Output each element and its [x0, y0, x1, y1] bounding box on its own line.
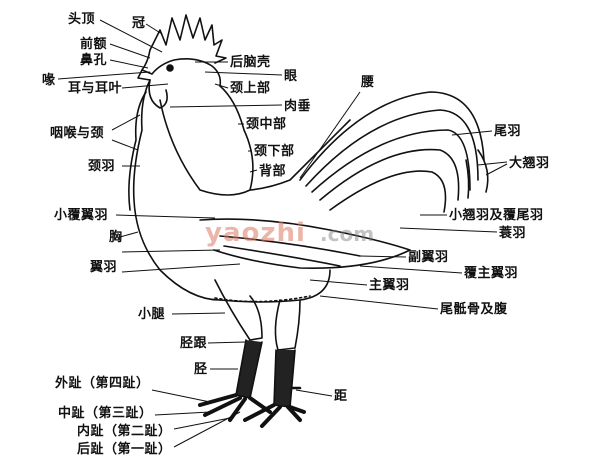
label-thigh: 小腿 — [138, 307, 166, 322]
label-occiput: 后脑壳 — [230, 55, 271, 70]
label-lower-neck: 颈下部 — [254, 144, 295, 159]
tail-feather — [299, 91, 485, 181]
label-back: 背部 — [259, 164, 287, 179]
label-comb: 冠 — [132, 16, 146, 31]
label-tail-abdomen: 尾骶骨及腹 — [440, 302, 508, 317]
tail-feather — [305, 109, 479, 187]
label-wing: 翼羽 — [90, 260, 118, 275]
wing-outline — [199, 218, 411, 269]
label-wattle: 肉垂 — [284, 99, 312, 114]
label-sickle: 大翘羽 — [509, 156, 550, 171]
label-crown: 头顶 — [68, 12, 96, 27]
label-hind-toe: 后趾（第一趾） — [77, 442, 172, 457]
label-primaries: 主翼羽 — [369, 278, 410, 293]
label-lesser-sickle: 小翘羽及覆尾羽 — [449, 208, 544, 223]
right-thigh — [274, 299, 301, 351]
tail-feather — [319, 148, 460, 201]
label-hock: 胫跟 — [180, 336, 208, 351]
label-saddle: 蓑羽 — [499, 226, 527, 241]
wattle-outline — [148, 79, 168, 109]
comb-outline — [149, 14, 227, 64]
label-tail: 尾羽 — [494, 124, 522, 139]
sickle-feather — [477, 149, 489, 193]
right-shank — [273, 349, 296, 408]
label-primary-coverts: 覆主翼羽 — [464, 266, 519, 281]
label-inner-toe: 内趾（第二趾） — [77, 424, 172, 439]
leader-lines — [57, 19, 508, 448]
right-foot — [243, 403, 306, 428]
label-shank: 胫 — [194, 362, 208, 377]
label-breast: 胸 — [109, 230, 123, 245]
label-eye: 眼 — [284, 69, 298, 84]
label-nostril: 鼻孔 — [80, 53, 108, 68]
tail-feather — [311, 129, 471, 193]
label-hackle: 颈羽 — [88, 159, 116, 174]
left-shank — [235, 339, 263, 399]
label-middle-toe: 中趾（第三趾） — [58, 406, 153, 421]
label-back-lumbar: 腰 — [361, 75, 375, 90]
front-neck-outline — [132, 79, 221, 301]
label-ear: 耳与耳叶 — [68, 81, 123, 96]
label-upper-neck: 颈上部 — [230, 81, 271, 96]
label-secondaries: 副翼羽 — [408, 250, 449, 265]
watermark-domain: .com — [320, 222, 375, 246]
label-mid-neck: 颈中部 — [246, 117, 287, 132]
back-outline — [249, 119, 351, 191]
tail-feather — [329, 170, 447, 213]
label-outer-toe: 外趾（第四趾） — [55, 376, 150, 391]
label-beak: 喙 — [42, 73, 56, 88]
label-lesser-coverts: 小覆翼羽 — [54, 208, 109, 223]
label-forehead: 前额 — [80, 37, 108, 52]
belly-outline — [219, 269, 331, 303]
label-spur: 距 — [334, 389, 348, 404]
label-throat-neck: 咽喉与颈 — [50, 126, 105, 141]
hackle-outline — [159, 85, 254, 196]
watermark-text: yaozhi — [205, 218, 306, 248]
head-outline — [141, 49, 222, 87]
left-thigh — [214, 279, 263, 341]
eye-shape — [166, 64, 174, 72]
left-foot — [198, 393, 272, 422]
